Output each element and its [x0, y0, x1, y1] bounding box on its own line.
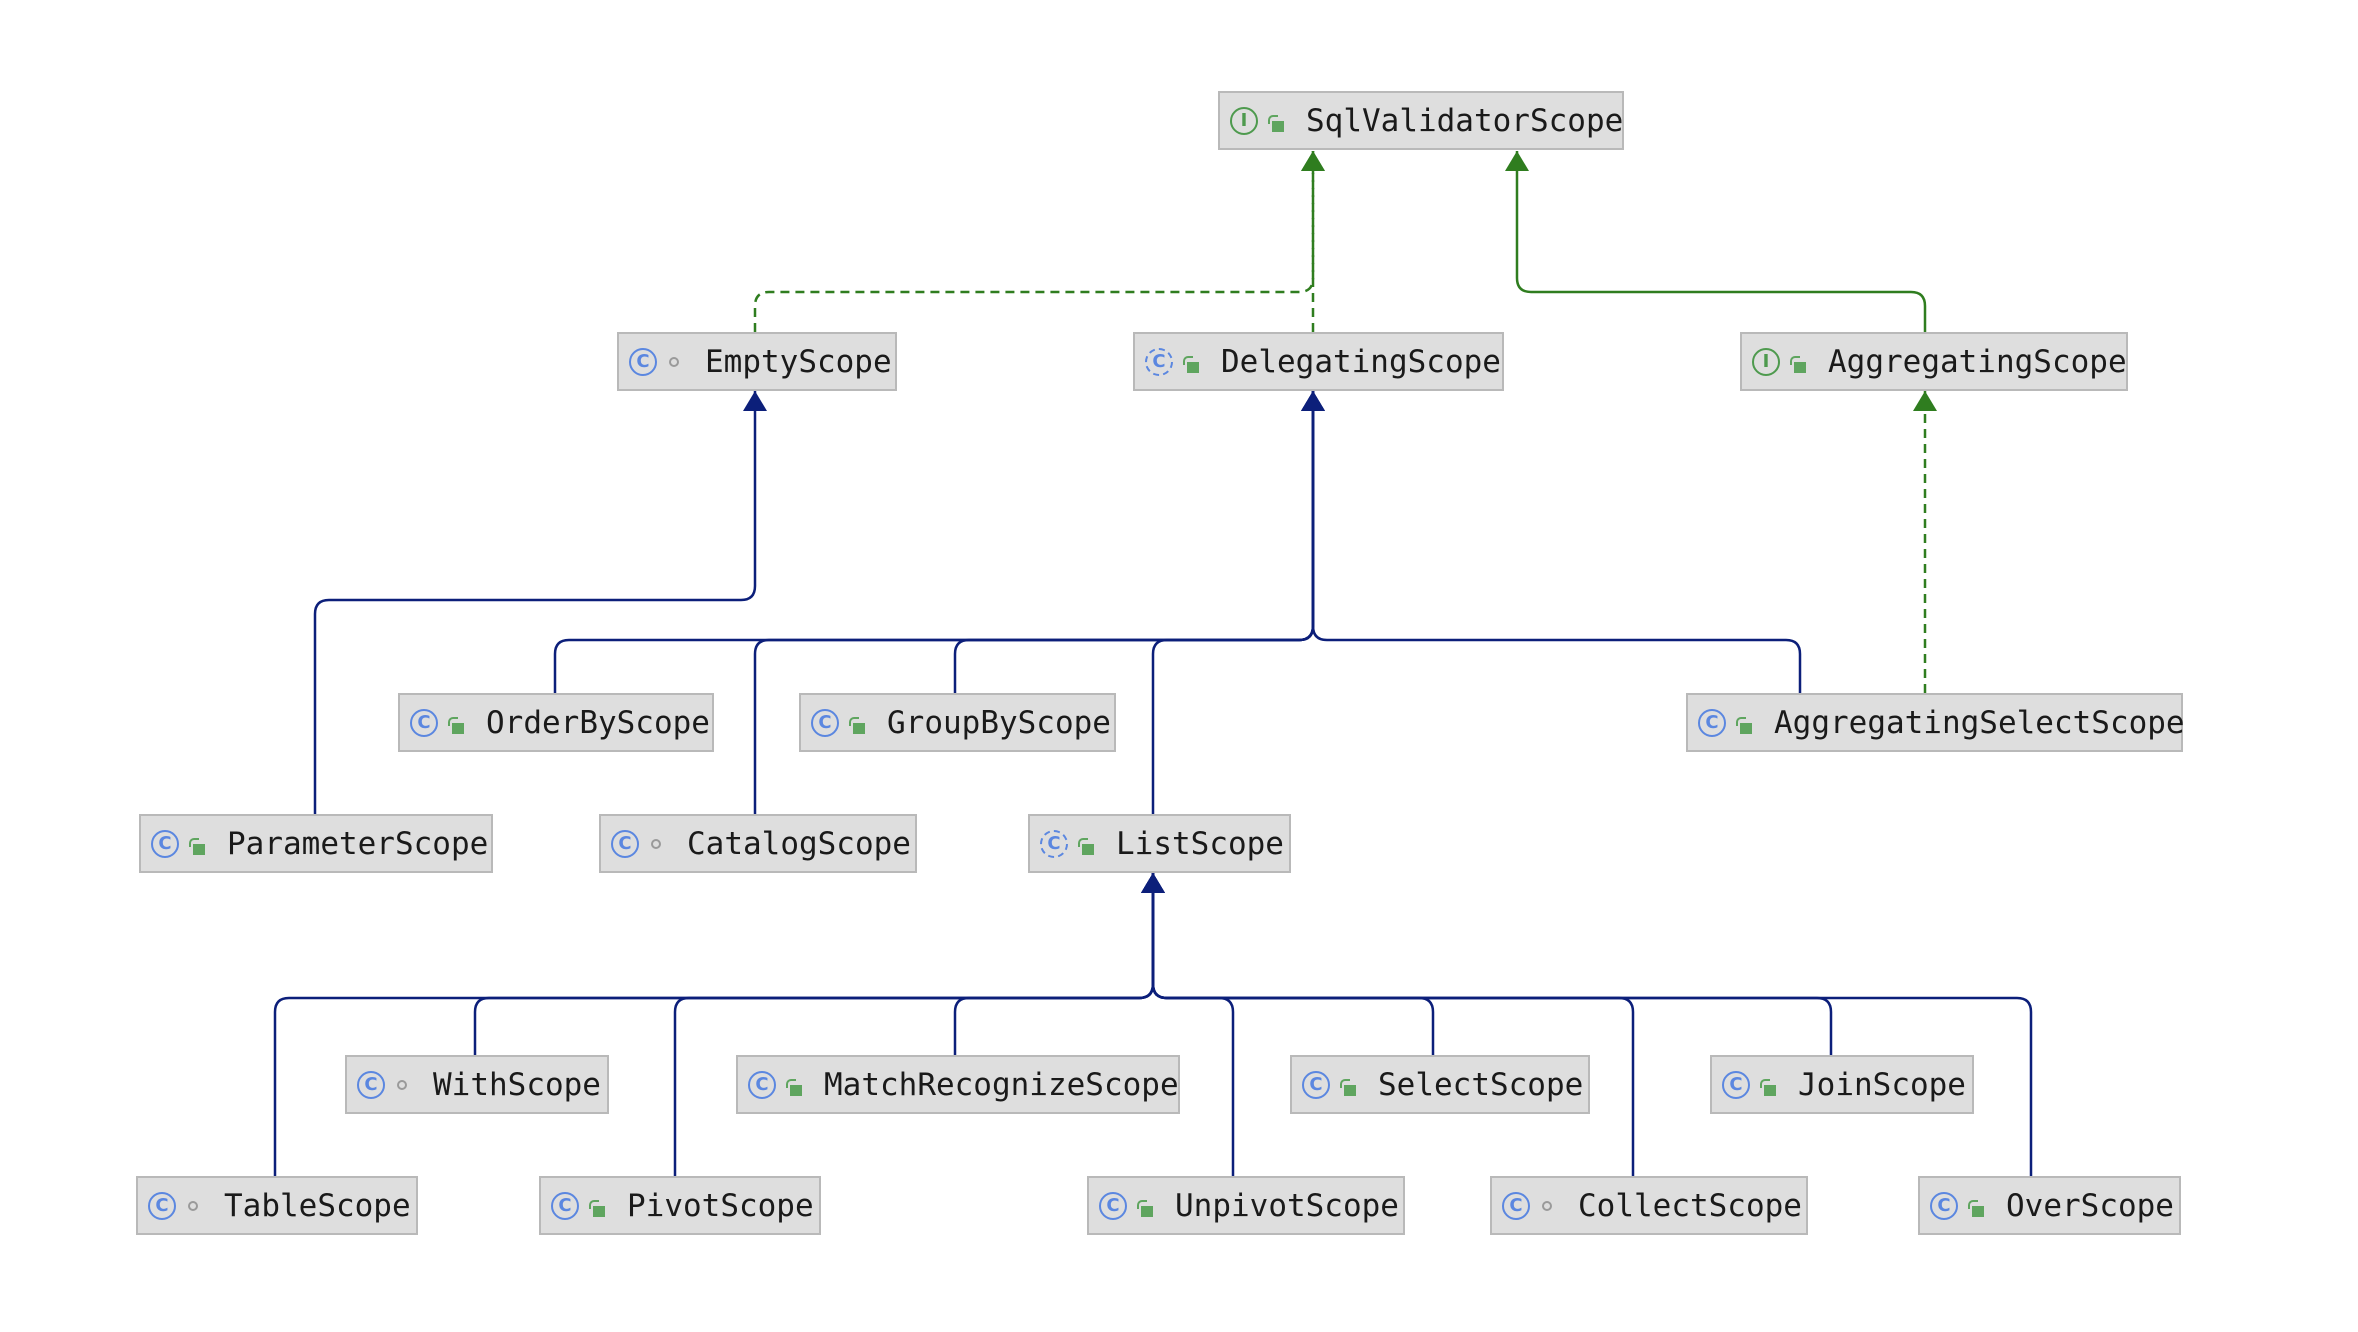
class-icon: C [811, 708, 839, 737]
node-collectscope[interactable]: C CollectScope [1490, 1176, 1808, 1235]
public-visibility-icon [784, 1071, 806, 1099]
node-listscope[interactable]: C ListScope [1028, 814, 1291, 873]
class-icon: C [551, 1191, 579, 1220]
public-visibility-icon [1266, 107, 1288, 135]
class-icon: C [611, 829, 639, 858]
node-label: ParameterScope [227, 825, 489, 862]
interface-icon: I [1230, 106, 1258, 135]
public-visibility-icon [1966, 1192, 1988, 1220]
class-icon: C [151, 829, 179, 858]
edge-unpivotscope-to-listscope [1141, 873, 1235, 1176]
public-visibility-icon [1076, 830, 1098, 858]
node-label: SelectScope [1378, 1066, 1584, 1103]
public-visibility-icon [1135, 1192, 1157, 1220]
edge-listscope-to-delegatingscope [1151, 391, 1325, 814]
class-icon: C [1930, 1191, 1958, 1220]
class-icon: C [1099, 1191, 1127, 1220]
node-label: SqlValidatorScope [1306, 102, 1624, 139]
node-tablescope[interactable]: C TableScope [136, 1176, 418, 1235]
class-icon: C [1722, 1070, 1750, 1099]
node-aggregatingselectscope[interactable]: C AggregatingSelectScope [1686, 693, 2185, 752]
edge-withscope-to-listscope [473, 873, 1165, 1055]
class-icon: C [629, 347, 657, 376]
class-icon: C [1302, 1070, 1330, 1099]
node-label: UnpivotScope [1175, 1187, 1399, 1224]
public-visibility-icon [1734, 709, 1756, 737]
node-label: AggregatingSelectScope [1774, 704, 2185, 741]
edge-aggregatingscope-to-sqlvalidatorscope [1505, 151, 1927, 332]
node-aggregatingscope[interactable]: I AggregatingScope [1740, 332, 2128, 391]
edge-joinscope-to-listscope [1141, 873, 1833, 1055]
node-unpivotscope[interactable]: C UnpivotScope [1087, 1176, 1405, 1235]
node-delegatingscope[interactable]: C DelegatingScope [1133, 332, 1504, 391]
node-withscope[interactable]: C WithScope [345, 1055, 609, 1114]
edge-emptyscope-to-sqlvalidatorscope [753, 151, 1325, 332]
class-icon: C [1502, 1191, 1530, 1220]
node-orderbyscope[interactable]: C OrderByScope [398, 693, 714, 752]
abstract-class-icon: C [1145, 347, 1173, 376]
public-visibility-icon [1758, 1071, 1780, 1099]
node-label: AggregatingScope [1828, 343, 2127, 380]
package-visibility-icon [647, 830, 669, 858]
node-joinscope[interactable]: C JoinScope [1710, 1055, 1974, 1114]
node-label: CatalogScope [687, 825, 911, 862]
node-selectscope[interactable]: C SelectScope [1290, 1055, 1590, 1114]
package-visibility-icon [1538, 1192, 1560, 1220]
class-icon: C [148, 1191, 176, 1220]
node-sqlvalidatorscope[interactable]: I SqlValidatorScope [1218, 91, 1624, 150]
edge-pivotscope-to-listscope [673, 873, 1165, 1176]
node-label: ListScope [1116, 825, 1284, 862]
public-visibility-icon [446, 709, 468, 737]
package-visibility-icon [393, 1071, 415, 1099]
node-parameterscope[interactable]: C ParameterScope [139, 814, 493, 873]
node-label: JoinScope [1798, 1066, 1966, 1103]
edge-aggregatingselectscope-to-delegatingscope [1301, 391, 1802, 693]
edge-selectscope-to-listscope [1141, 873, 1435, 1055]
abstract-class-icon: C [1040, 829, 1068, 858]
interface-icon: I [1752, 347, 1780, 376]
edge-tablescope-to-listscope [273, 873, 1165, 1176]
node-catalogscope[interactable]: C CatalogScope [599, 814, 917, 873]
public-visibility-icon [587, 1192, 609, 1220]
package-visibility-icon [665, 348, 687, 376]
node-pivotscope[interactable]: C PivotScope [539, 1176, 821, 1235]
node-label: OverScope [2006, 1187, 2174, 1224]
edge-parameterscope-to-emptyscope [313, 391, 767, 814]
node-label: GroupByScope [887, 704, 1111, 741]
class-icon: C [410, 708, 438, 737]
node-label: PivotScope [627, 1187, 814, 1224]
edge-overscope-to-listscope [1141, 873, 2033, 1176]
edge-collectscope-to-listscope [1141, 873, 1635, 1176]
public-visibility-icon [847, 709, 869, 737]
class-icon: C [357, 1070, 385, 1099]
edge-groupbyscope-to-delegatingscope [953, 391, 1325, 693]
edge-matchrecognizescope-to-listscope [953, 873, 1165, 1055]
node-label: MatchRecognizeScope [824, 1066, 1179, 1103]
node-matchrecognizescope[interactable]: C MatchRecognizeScope [736, 1055, 1180, 1114]
public-visibility-icon [1181, 348, 1203, 376]
node-label: WithScope [433, 1066, 601, 1103]
package-visibility-icon [184, 1192, 206, 1220]
class-icon: C [748, 1070, 776, 1099]
node-label: CollectScope [1578, 1187, 1802, 1224]
node-emptyscope[interactable]: C EmptyScope [617, 332, 897, 391]
edge-orderbyscope-to-delegatingscope [553, 391, 1325, 693]
public-visibility-icon [187, 830, 209, 858]
public-visibility-icon [1788, 348, 1810, 376]
node-label: TableScope [224, 1187, 411, 1224]
node-label: DelegatingScope [1221, 343, 1501, 380]
class-icon: C [1698, 708, 1726, 737]
node-overscope[interactable]: C OverScope [1918, 1176, 2181, 1235]
public-visibility-icon [1338, 1071, 1360, 1099]
node-groupbyscope[interactable]: C GroupByScope [799, 693, 1116, 752]
node-label: EmptyScope [705, 343, 892, 380]
node-label: OrderByScope [486, 704, 710, 741]
